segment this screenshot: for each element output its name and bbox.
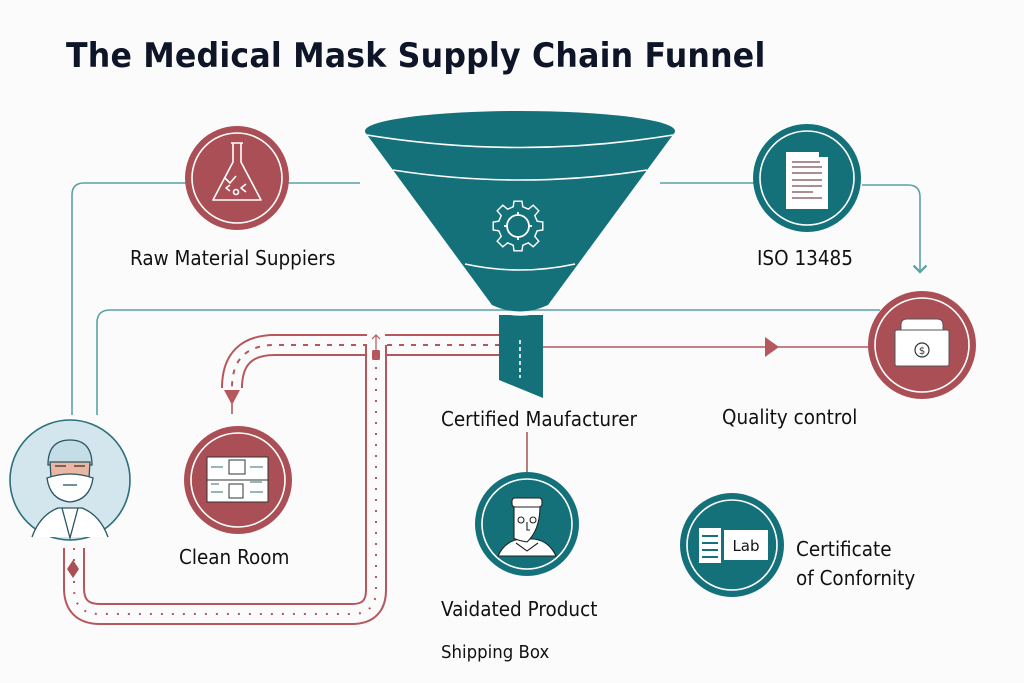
flow-arrow-red <box>765 337 779 357</box>
manufacturer-label: Certified Maufacturer <box>441 407 638 431</box>
person-avatar-icon <box>497 497 557 557</box>
raw-material-node[interactable] <box>185 126 289 230</box>
certificate-label-line2: of Confornity <box>796 566 916 590</box>
certificate-label-line1: Certificate <box>796 537 892 561</box>
road-junction-pin-arrow <box>371 334 381 340</box>
document-icon <box>786 152 828 209</box>
lab-certificate-icon: Lab <box>699 528 768 563</box>
lab-icon-text: Lab <box>732 537 759 555</box>
connector-quality-to-worker <box>96 309 880 415</box>
iso-label: ISO 13485 <box>757 246 853 270</box>
raw-material-label: Raw Material Suppiers <box>130 246 336 270</box>
clean-room-node[interactable] <box>184 426 292 534</box>
road-end-arrow <box>224 390 240 405</box>
page-title: The Medical Mask Supply Chain Funnel <box>66 36 766 76</box>
validated-product-node[interactable] <box>475 472 579 576</box>
certificate-node[interactable]: Lab <box>680 493 784 597</box>
connector-raw-to-worker <box>71 182 190 415</box>
quality-control-node[interactable]: $ <box>868 291 976 399</box>
svg-text:$: $ <box>919 346 925 357</box>
quality-control-label: Quality control <box>722 405 858 429</box>
road-junction-marker <box>372 350 380 360</box>
masked-worker-icon <box>31 439 109 541</box>
cash-box-icon: $ <box>894 318 950 367</box>
worker-node[interactable] <box>9 419 131 541</box>
iso-node[interactable] <box>753 124 861 232</box>
gear-icon <box>492 200 544 252</box>
clean-room-panel-icon <box>206 456 269 503</box>
connector-iso-to-quality <box>862 184 928 274</box>
validated-product-label: Vaidated Product <box>441 597 598 621</box>
shipping-box-label: Shipping Box <box>441 642 550 663</box>
flask-icon <box>212 142 262 201</box>
clean-room-label: Clean Room <box>179 545 290 569</box>
diamond-marker <box>67 560 79 578</box>
